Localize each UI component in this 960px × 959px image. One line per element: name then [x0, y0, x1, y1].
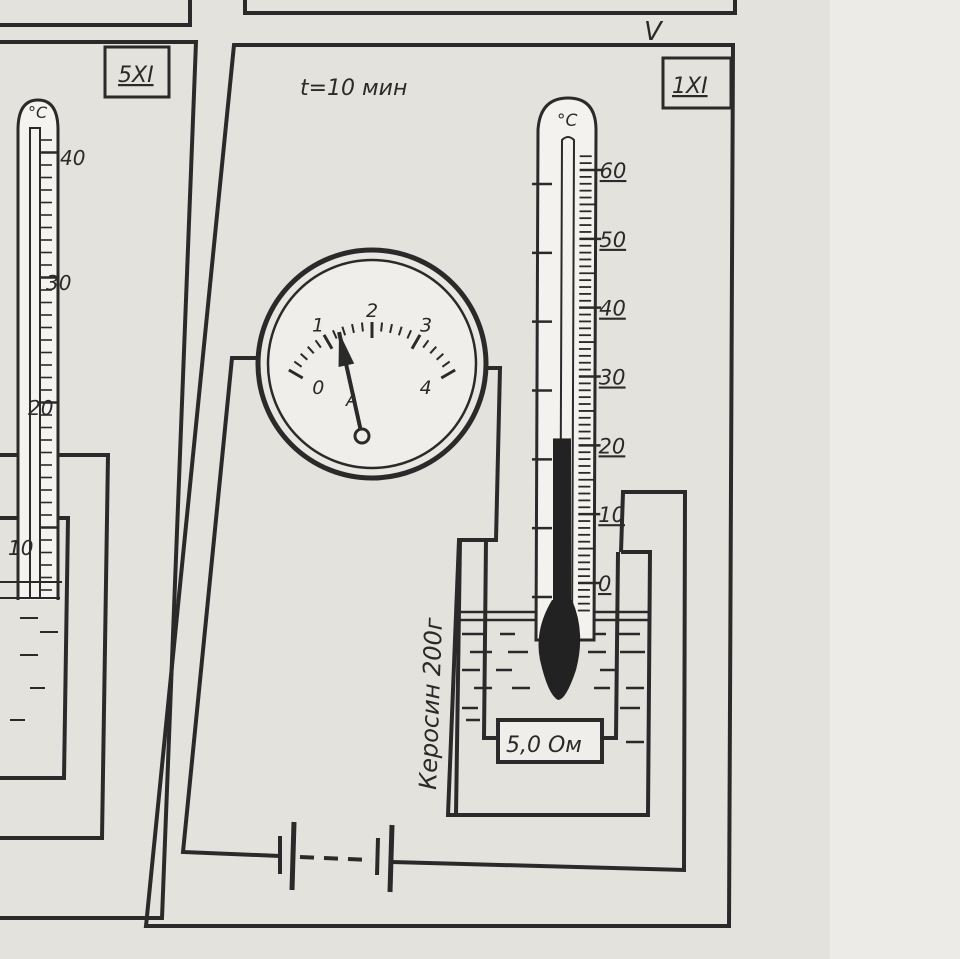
ammeter-tick [389, 323, 393, 334]
left-panel: 5XI °C 40 30 20 10 [0, 40, 199, 920]
main-panel-frame [143, 43, 736, 928]
thermometer-tick-label: 30 [599, 366, 626, 390]
mercury-bulb [538, 600, 581, 700]
resistor [496, 718, 604, 764]
ammeter-tick [441, 360, 451, 368]
thermometer-tick-label: 0 [598, 572, 611, 596]
ammeter-scale-label: 1 [312, 314, 324, 336]
top-panels-cropped [0, 0, 737, 27]
mercury-column [553, 438, 571, 625]
ammeter-tick [429, 345, 437, 355]
ammeter-tick [440, 368, 456, 380]
ammeter-tick [435, 353, 445, 361]
ammeter-tick [406, 329, 412, 339]
ammeter-tick [380, 322, 384, 332]
left-tick-label-30: 30 [46, 271, 71, 295]
resistor-label: 5,0 Ом [506, 733, 582, 758]
left-panel-label: 5XI [118, 63, 154, 88]
ammeter-scale-labels: 0 1 2 3 4 [312, 300, 432, 399]
thermometer-tick-label: 10 [598, 503, 625, 527]
ammeter-scale-label: 4 [420, 377, 432, 399]
battery [278, 821, 395, 893]
circuit-wires [180, 356, 688, 873]
ammeter: 0 1 2 3 4 A [255, 247, 489, 481]
vessel-inner [454, 539, 462, 816]
ammeter-pivot [353, 427, 371, 445]
time-label: t=10 мин [300, 76, 407, 101]
left-liquid [0, 581, 62, 721]
thermometer-capillary [559, 136, 576, 641]
ammeter-tick [299, 353, 309, 361]
thermometer-tick-label: 40 [599, 297, 626, 321]
liquid-label: Керосин 200г [414, 617, 448, 791]
thermometer-body [534, 96, 598, 642]
ammeter-needle [337, 331, 364, 437]
left-thermometer: °C 40 30 20 10 [8, 98, 85, 600]
ammeter-inner-ring [266, 258, 478, 470]
ammeter-scale-label: 3 [420, 314, 432, 336]
thermometer-scale [532, 155, 602, 612]
main-panel-label: 1XI [672, 74, 708, 99]
paper-edge [830, 0, 960, 959]
thermometer-tick-label: 60 [600, 159, 627, 183]
ammeter-scale-ticks [288, 322, 456, 380]
main-thermometer: °C 60 50 40 30 20 10 0 [532, 96, 626, 700]
ammeter-tick [341, 326, 347, 336]
ammeter-tick [397, 326, 403, 336]
check-mark: V [644, 17, 664, 47]
main-panel: 1XI V t=10 мин 0 1 2 [143, 17, 736, 928]
ammeter-scale-label: 0 [312, 377, 324, 399]
ammeter-tick [351, 323, 355, 334]
left-tick-label-20: 20 [28, 396, 53, 420]
ammeter-unit: A [345, 390, 358, 411]
main-panel-label-box [661, 56, 733, 110]
left-thermometer-ticks [40, 139, 58, 591]
thermometer-tick-labels: 60 50 40 30 20 10 0 [598, 159, 626, 596]
ammeter-tick [307, 345, 315, 355]
ammeter-tick [332, 329, 338, 339]
thermometer-tick-label: 50 [599, 228, 626, 252]
thermometer-unit: °C [557, 111, 578, 131]
ammeter-tick [422, 339, 430, 349]
left-tick-label-40: 40 [60, 146, 85, 170]
ammeter-tick [314, 339, 322, 349]
ammeter-tick [288, 368, 304, 380]
ammeter-tick [322, 334, 334, 350]
left-thermometer-unit: °C [28, 103, 48, 122]
left-tick-label-10: 10 [8, 536, 33, 560]
ammeter-scale-label: 2 [366, 300, 378, 322]
ammeter-tick [360, 322, 364, 332]
ammeter-tick [293, 360, 303, 368]
thermometer-tick-label: 20 [599, 434, 626, 458]
ammeter-tick [410, 334, 422, 350]
